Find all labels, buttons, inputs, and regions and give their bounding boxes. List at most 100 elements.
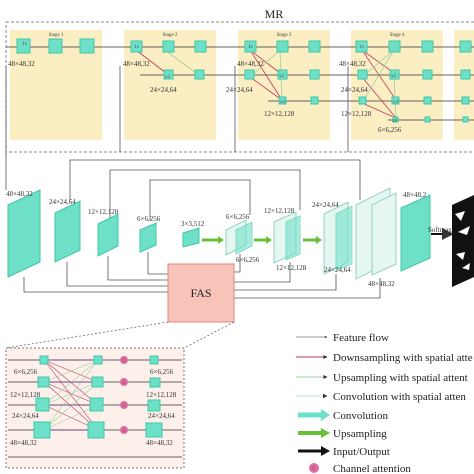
- dim-label: 48×48,32: [368, 280, 395, 288]
- stage-3-block: [308, 40, 321, 53]
- output-segmentation-detail: [455, 211, 470, 270]
- dim-label: 6×6,256: [236, 256, 260, 264]
- connector-line: [69, 159, 361, 200]
- downsampling-arrow: [361, 49, 395, 74]
- encoder-block-4: [139, 222, 157, 253]
- connector-line: [234, 278, 381, 299]
- dim-label: 48×48,32: [6, 190, 33, 198]
- channel-attention-icon: [120, 426, 128, 434]
- fas-block: [35, 397, 50, 412]
- dim-label: 12×12,128: [264, 110, 295, 118]
- node-label: 1x: [22, 42, 28, 47]
- downsampling-arrow: [249, 49, 281, 74]
- fas-label: FAS: [190, 286, 211, 300]
- fas-block: [91, 376, 104, 388]
- stage-3-block: [276, 40, 289, 53]
- channel-attention-icon: [120, 356, 128, 364]
- stage-5-block: [459, 40, 472, 53]
- dim-label: 24×24,64: [324, 266, 351, 274]
- fas-block: [93, 355, 103, 365]
- dim-label: 3×3,512: [181, 220, 205, 228]
- legend-label: Upsampling with spatial attent: [333, 372, 468, 384]
- dim-label: 6×6,256: [150, 368, 174, 376]
- dim-label: 24×24,64: [312, 201, 339, 209]
- connector-line: [234, 274, 337, 291]
- dim-label: 24×24,64: [341, 86, 368, 94]
- stage-2-block: [162, 40, 175, 53]
- legend-convolution-arrowhead: [321, 409, 330, 421]
- stage-3-block: [309, 69, 320, 80]
- node-label: x2: [165, 75, 171, 80]
- dim-label: 12×12,128: [276, 264, 307, 272]
- stage-2-block: [130, 40, 143, 53]
- zoom-line: [5, 321, 169, 349]
- node-label: x4: [393, 100, 399, 105]
- ca-letter: C: [122, 429, 126, 434]
- fas-out-block: [147, 399, 161, 412]
- downsampling-arrow: [361, 76, 397, 119]
- dim-label: 48×48,32: [10, 439, 37, 447]
- upsampling-arrowhead: [316, 236, 322, 244]
- stage-5-block: [461, 96, 470, 105]
- dim-label: 24×24,64: [150, 86, 177, 94]
- stage-2-block: [163, 69, 174, 80]
- legend-label: Channel attention: [333, 463, 411, 474]
- fas-block: [89, 397, 104, 412]
- bottleneck-block: [182, 227, 200, 248]
- decoder-block-4b: [371, 192, 397, 276]
- output-segmentation-map: [452, 195, 474, 287]
- dim-label: 24×24,64: [12, 412, 39, 420]
- stage-3-block: [278, 96, 287, 105]
- stage-4-block: [355, 40, 368, 53]
- dim-label: 24×24,64: [148, 412, 175, 420]
- stage-4-label: Stage 4: [390, 33, 405, 38]
- legend-label: Feature flow: [333, 332, 389, 344]
- dim-label: 6×6,256: [14, 368, 38, 376]
- upsampling-arrow: [361, 49, 395, 104]
- stage-3-label: Stage 3: [277, 33, 292, 38]
- dim-label: 6×6,256: [137, 215, 161, 223]
- legend-label: Input/Output: [333, 446, 390, 458]
- fas-out-block: [149, 355, 159, 365]
- fas-block: [33, 421, 51, 439]
- dim-label: 48×48,32: [123, 60, 150, 68]
- channel-attention-icon: [120, 401, 128, 409]
- stage-4-block: [389, 69, 400, 80]
- legend-io-arrowhead: [321, 446, 330, 456]
- connector-line: [147, 252, 168, 275]
- stage-5-panel: [454, 30, 474, 140]
- fas-out-block: [145, 422, 163, 438]
- encoder-block-3: [97, 213, 119, 257]
- connector-line: [109, 169, 301, 220]
- stage-1-block: [79, 38, 95, 54]
- stage-4-block: [424, 116, 431, 123]
- legend: Feature flow Downsampling with spatial a…: [296, 332, 473, 474]
- dim-label: 12×12,128: [341, 110, 372, 118]
- ca-letter: C: [312, 467, 316, 472]
- dim-label: 12×12,128: [264, 207, 295, 215]
- legend-upsampling-arrowhead: [321, 428, 330, 438]
- node-label: x8: [392, 119, 398, 124]
- stage-4-block: [391, 96, 400, 105]
- dim-label: 6×6,256: [226, 213, 250, 221]
- stage-3-block: [277, 69, 288, 80]
- ca-letter: C: [122, 404, 126, 409]
- stage-4-block: [421, 40, 434, 53]
- stage-4-block: [423, 96, 432, 105]
- stage-5-block: [460, 69, 471, 80]
- dim-label: 48×48,32: [146, 439, 173, 447]
- dim-label: 12×12,128: [146, 391, 177, 399]
- connector-line: [66, 262, 168, 287]
- zoom-line: [183, 321, 235, 349]
- stage-5-block: [462, 116, 469, 123]
- ca-letter: C: [122, 359, 126, 364]
- legend-label: Downsampling with spatial atte: [333, 352, 473, 364]
- stage-4-block: [388, 40, 401, 53]
- legend-label: Upsampling: [333, 428, 387, 440]
- mr-title: MR: [265, 7, 284, 21]
- node-label: x2: [279, 74, 285, 79]
- connector-line: [234, 254, 241, 273]
- legend-label: Convolution: [333, 410, 389, 422]
- connector-line: [234, 262, 291, 283]
- fas-block: [87, 421, 105, 439]
